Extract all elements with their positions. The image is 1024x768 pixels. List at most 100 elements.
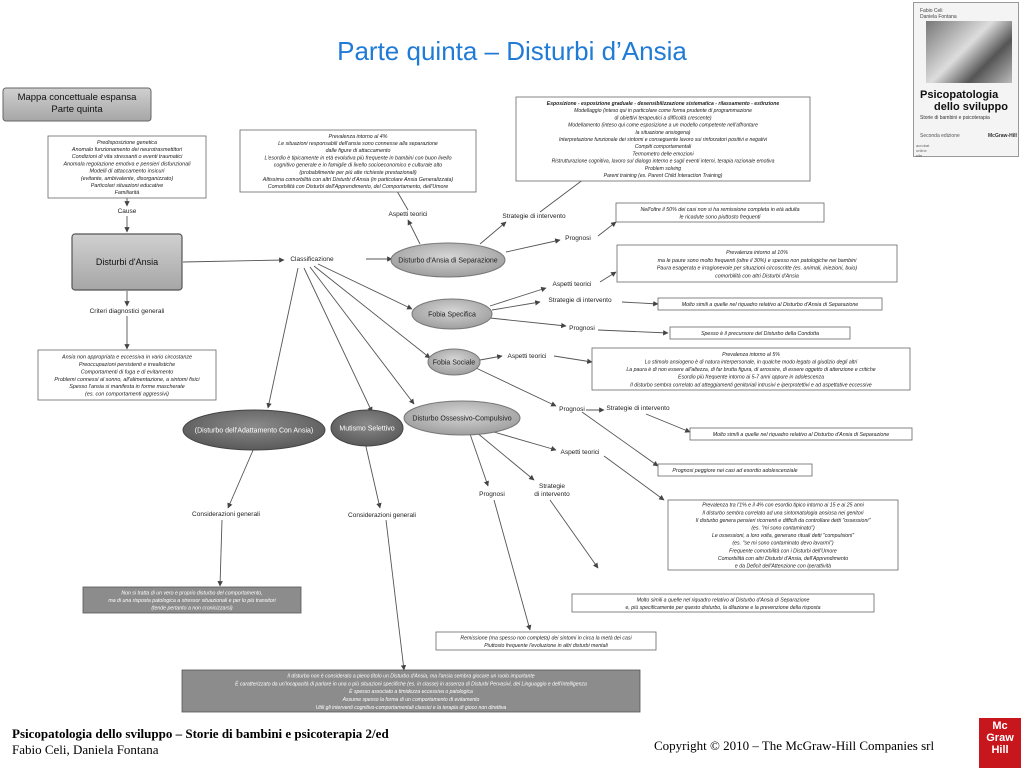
box-criteri-line-6: (es. con comportamenti aggressivi) bbox=[85, 392, 169, 398]
box-cause-line-3: Condizioni di vita stressanti o eventi t… bbox=[72, 154, 183, 160]
edge-class-to-fobia-sociale bbox=[313, 265, 431, 359]
box-strategie-fobia-sociale-line-1: Molto simili a quelle nel riquadro relat… bbox=[713, 432, 890, 438]
edge-fsoc-to-aspetti-label bbox=[479, 354, 503, 361]
box-strategie-separazione-line-6: Interpretazione funzionale dei sintomi e… bbox=[559, 137, 768, 143]
box-aspetti-separazione-line-7: Altissima comorbilità con altri Disturbi… bbox=[262, 177, 454, 183]
box-aspetti-separazione-line-2: Le situazioni responsabili dell'ansia so… bbox=[278, 141, 438, 147]
box-considerazioni-adattamento-line-2: ma di una risposta patologica a stressor… bbox=[108, 598, 276, 604]
edge-aspetti-label-to-doc-box bbox=[603, 455, 665, 501]
footer-authors: Fabio Celi, Daniela Fontana bbox=[12, 742, 159, 757]
node-separazione bbox=[390, 242, 506, 278]
node-disturbi-ansia bbox=[71, 233, 183, 291]
map-title-line-2: Parte quinta bbox=[51, 104, 103, 115]
box-strategie-separazione-line-10: Problem solving bbox=[645, 166, 681, 172]
box-aspetti-doc-line-9: e da Deficit dell'Attenzione con Iperatt… bbox=[735, 564, 831, 570]
edge-fspec-to-strategie-label bbox=[491, 300, 541, 311]
book-cover-logo-line-1: acrobat bbox=[916, 143, 930, 148]
box-aspetti-doc-line-1: Prevalenza tra l'1% e il 4% con esordio … bbox=[702, 503, 864, 509]
book-cover-logo-line-2: online bbox=[916, 148, 927, 153]
box-cause-line-5: Modelli di attaccamento insicuri bbox=[90, 169, 166, 175]
box-considerazioni-mutismo-line-5: Utili gli interventi cognitivo-comportam… bbox=[316, 705, 507, 711]
node-adattamento-ansia bbox=[182, 409, 326, 451]
edge-class-to-mutismo bbox=[303, 267, 373, 413]
edge-strategie-label-to-fspec-box bbox=[621, 301, 659, 307]
box-aspetti-fobia-sociale-line-3: La paura è di non essere all'altezza, di… bbox=[626, 367, 875, 373]
edge-prognosi-label-to-doc-box bbox=[493, 499, 532, 631]
box-considerazioni-adattamento-line-1: Non si tratta di un vero e proprio distu… bbox=[121, 591, 262, 597]
box-aspetti-fobia-specifica-line-4: comorbilità con altri Disturbi d'Ansia bbox=[715, 273, 799, 279]
label-considerazioni-adattamento: Considerazioni generali bbox=[192, 511, 260, 518]
label-prognosi-fobia-sociale: Prognosi bbox=[559, 406, 585, 413]
edge-aspetti-label-to-fspec-box bbox=[599, 271, 617, 283]
node-ossessivo-compulsivo-label: Disturbo Ossessivo-Compulsivo bbox=[412, 416, 511, 423]
book-cover-author-1: Fabio Celi bbox=[920, 8, 943, 14]
edge-doc-to-prognosi-label bbox=[469, 433, 489, 487]
box-strategie-doc-line-1: Molto simili a quelle nel riquadro relat… bbox=[637, 597, 810, 603]
box-prognosi-separazione-line-2: le ricadute sono piuttosto frequenti bbox=[680, 214, 762, 220]
box-strategie-doc bbox=[571, 593, 875, 613]
box-prognosi-separazione-line-1: Nell'oltre il 50% dei casi non si ha rem… bbox=[640, 207, 799, 213]
label-aspetti-fobia-specifica: Aspetti teorici bbox=[552, 281, 591, 288]
box-prognosi-separazione bbox=[615, 202, 825, 223]
book-cover-image bbox=[926, 21, 1012, 83]
box-considerazioni-mutismo-line-4: Assume spesso la forma di un comportamen… bbox=[342, 697, 480, 703]
edge-adatt-to-consid-label bbox=[227, 447, 255, 509]
book-cover-logo-line-3: site bbox=[916, 153, 923, 158]
box-strategie-fobia-specifica-line-1: Molto simili a quelle nel riquadro relat… bbox=[682, 302, 859, 308]
label-criteri: Criteri diagnostici generali bbox=[90, 308, 165, 315]
label-strategie-fobia-specifica: Strategie di intervento bbox=[548, 297, 612, 304]
box-aspetti-doc-line-3: Il disturbo genera pensieri ricorrenti e… bbox=[696, 518, 872, 524]
box-strategie-separazione-line-8: Termometro delle emozioni bbox=[632, 151, 694, 157]
footer-copyright: Copyright © 2010 – The McGraw-Hill Compa… bbox=[654, 738, 935, 753]
edge-doc-to-strategie-label bbox=[475, 431, 535, 481]
label-strategie-separazione: Strategie di intervento bbox=[502, 213, 566, 220]
box-aspetti-fobia-sociale-line-4: Esordio più frequente intorno ai 5-7 ann… bbox=[678, 375, 824, 381]
edge-consid-label-to-mut-box bbox=[385, 519, 407, 671]
box-aspetti-doc bbox=[667, 499, 899, 571]
node-mutismo-selettivo-label: Mutismo Selettivo bbox=[339, 426, 394, 433]
box-criteri-line-4: Problemi connessi al sonno, all'alimenta… bbox=[54, 377, 200, 383]
edge-disturbi-to-classificazione bbox=[182, 257, 285, 263]
node-mutismo-selettivo bbox=[330, 409, 404, 447]
box-aspetti-separazione-line-4: L'esordio è tipicamente in età evolutiva… bbox=[264, 155, 451, 161]
box-aspetti-doc-line-4: (es. "mi sono contaminato") bbox=[751, 526, 815, 532]
box-strategie-separazione-line-7: Compiti comportamentali bbox=[635, 144, 692, 150]
node-fobia-sociale bbox=[427, 348, 481, 376]
box-cause-line-6: (evitante, ambivalente, disorganizzato) bbox=[81, 176, 173, 182]
box-cause-line-2: Anomalo funzionamento dei neurotrasmetti… bbox=[71, 147, 183, 153]
box-prognosi-doc-line-1: Remissione (ma spesso non completa) dei … bbox=[460, 635, 632, 641]
book-cover: Fabio Celi Daniela Fontana Psicopatologi… bbox=[913, 2, 1019, 158]
label-cause: Cause bbox=[118, 208, 137, 215]
book-cover-title-2: dello sviluppo bbox=[934, 101, 1008, 113]
edge-sep-to-prognosi-label bbox=[505, 238, 561, 253]
box-aspetti-doc-line-2: Il disturbo sembra correlato ad una sint… bbox=[702, 510, 864, 516]
edge-class-to-fobia-specifica bbox=[317, 263, 413, 310]
box-criteri-line-1: Ansia non appropriata e eccessiva in var… bbox=[61, 355, 192, 361]
label-classificazione: Classificazione bbox=[290, 256, 334, 263]
box-aspetti-separazione-line-8: Comorbilità con Disturbi dell'Apprendime… bbox=[268, 184, 448, 190]
box-aspetti-fobia-specifica-line-3: Paura esagerata e irragionevole per situ… bbox=[657, 266, 857, 272]
box-strategie-separazione-line-9: Ristrutturazione cognitiva, lavoro sul d… bbox=[552, 159, 775, 165]
box-aspetti-separazione bbox=[239, 129, 477, 193]
edge-mutismo-to-consid-label bbox=[363, 437, 382, 509]
label-aspetti-separazione: Aspetti teorici bbox=[388, 211, 427, 218]
box-cause-line-4: Anomala regolazione emotiva e pensieri d… bbox=[62, 161, 191, 167]
box-aspetti-fobia-sociale-line-5: Il disturbo sembra correlato ad atteggia… bbox=[630, 382, 872, 388]
box-prognosi-fobia-sociale bbox=[657, 463, 813, 477]
label-strategie-doc-line-1: Strategie bbox=[539, 483, 565, 490]
box-strategie-separazione-line-3: di obiettivi terapeutici a difficoltà cr… bbox=[614, 115, 711, 121]
box-aspetti-separazione-line-6: (probabilmente per più alte richieste pr… bbox=[299, 170, 416, 176]
box-aspetti-separazione-line-5: cognitivo generale e in famiglie di live… bbox=[274, 163, 442, 169]
node-fobia-sociale-label: Fobia Sociale bbox=[433, 360, 476, 367]
map-title-box bbox=[2, 87, 152, 122]
box-considerazioni-mutismo bbox=[181, 669, 641, 713]
edge-strategie-label-to-box bbox=[539, 175, 589, 213]
edge-consid-label-to-adatt-box bbox=[217, 519, 223, 587]
book-cover-title-1: Psicopatologia bbox=[920, 89, 999, 101]
box-considerazioni-mutismo-line-1: Il disturbo non è considerato a pieno ti… bbox=[287, 674, 534, 680]
book-cover-publisher: McGraw-Hill bbox=[988, 133, 1017, 139]
box-criteri-line-2: Preoccupazioni persistenti e irrealistic… bbox=[79, 362, 175, 368]
node-disturbi-ansia-label: Disturbi d'Ansia bbox=[96, 257, 158, 267]
